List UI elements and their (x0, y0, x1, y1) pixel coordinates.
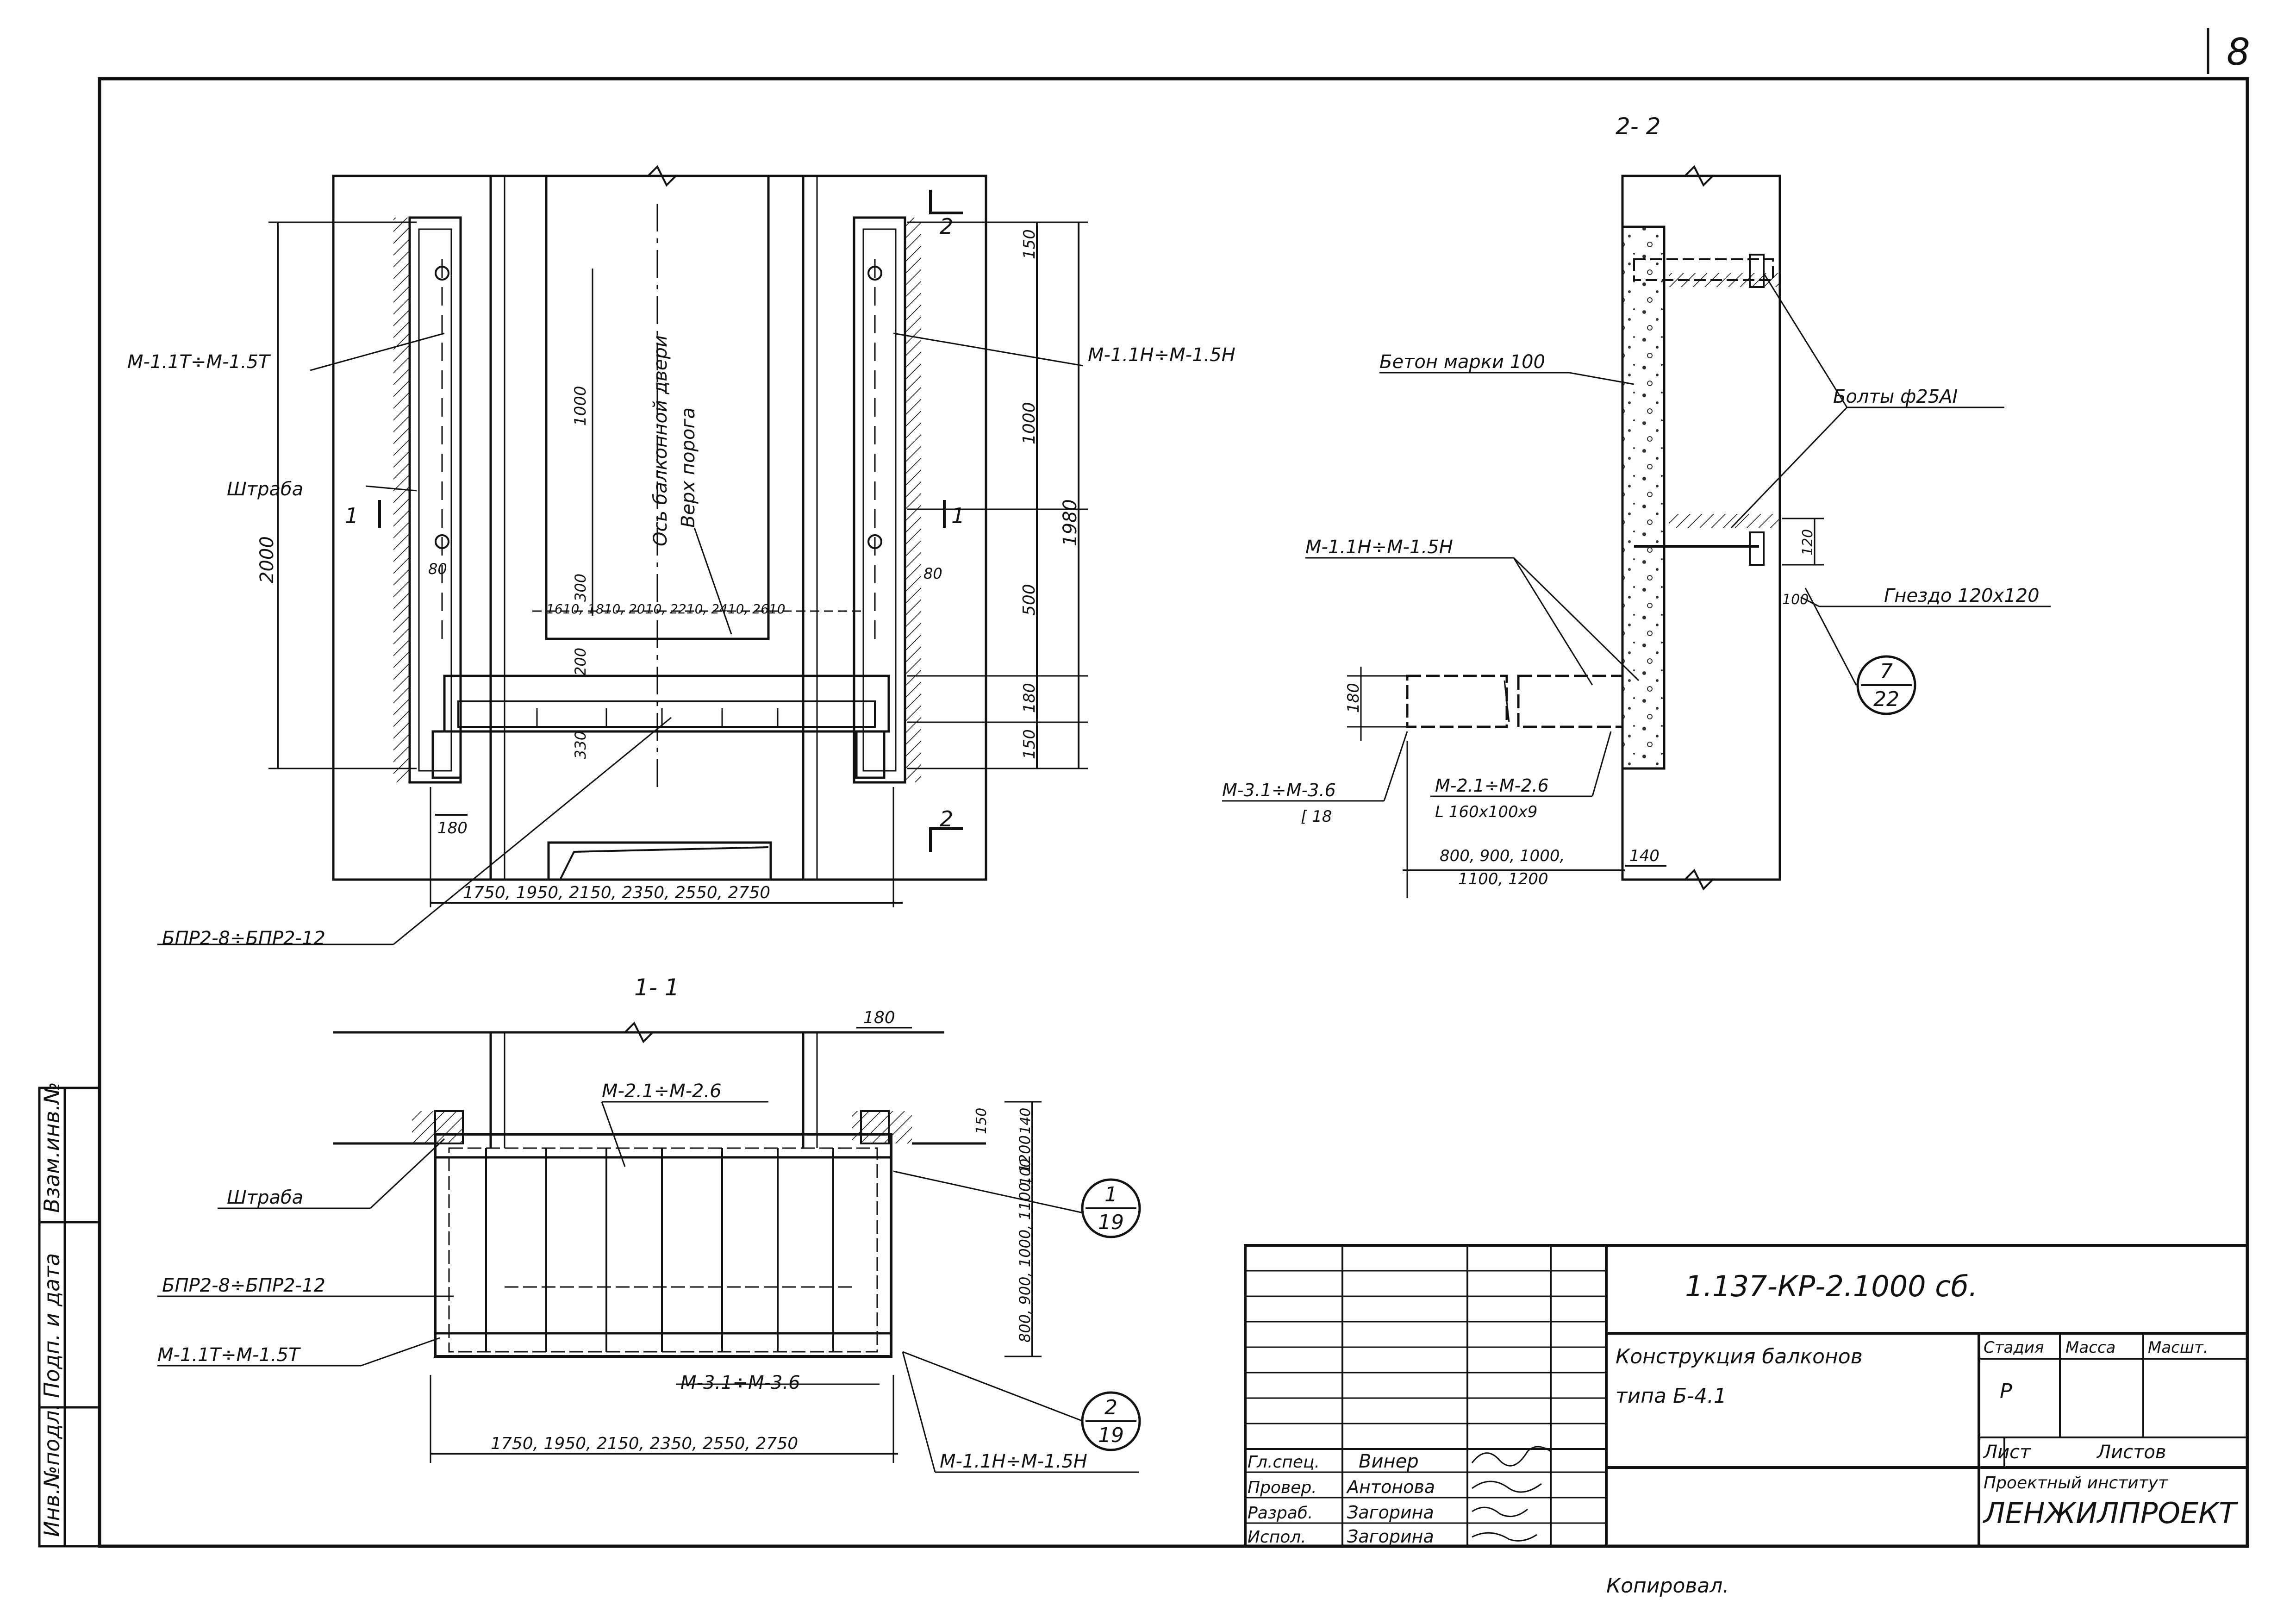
name-3: Загорина (1347, 1526, 1434, 1547)
v22-lengths-1: 800, 900, 1000, (1440, 847, 1565, 865)
side-stamp-replace: Взам.инв.№ (39, 1082, 64, 1213)
title-sheet-label: Лист (1983, 1442, 2031, 1463)
title-org-line-1: Проектный институт (1984, 1474, 2168, 1493)
title-line-2: типа Б-4.1 (1616, 1384, 1727, 1408)
v11-m1t: М-1.1Т÷М-1.5Т (157, 1344, 301, 1366)
plan-section-2-bottom: 2 (940, 806, 953, 831)
v11-bpr: БПР2-8÷БПР2-12 (162, 1275, 325, 1296)
name-1: Антонова (1346, 1477, 1435, 1497)
v11-m3: М-3.1÷М-3.6 (680, 1372, 800, 1393)
v22-m1: М-1.1Н÷М-1.5Н (1305, 537, 1453, 558)
plan-d1000-inner: 1000 (571, 386, 590, 426)
role-3: Испол. (1248, 1528, 1306, 1547)
plan-d500: 500 (1020, 584, 1039, 616)
v22-d120: 120 (1800, 529, 1816, 556)
plan-widths: 1750, 1950, 2150, 2350, 2550, 2750 (463, 883, 770, 902)
v22-lengths-2: 1100, 1200 (1458, 870, 1548, 888)
plan-d2000: 2000 (256, 536, 278, 583)
plan-d80-left: 80 (428, 560, 447, 578)
v22-m2-profile: L 160х100х9 (1435, 803, 1537, 821)
view-2-2 (1222, 165, 2051, 898)
v22-d140: 140 (1629, 847, 1660, 865)
plan-axis-door: Ось балконной двери (650, 335, 671, 546)
v22-bolts: Болты ф25АI (1833, 386, 1958, 407)
v22-d180: 180 (1344, 683, 1363, 713)
title-line-1: Конструкция балконов (1616, 1345, 1863, 1368)
v22-m3-profile: [ 18 (1301, 807, 1332, 826)
v11-ref2-num: 2 (1104, 1396, 1117, 1419)
plan-d150-top: 150 (1020, 229, 1039, 259)
side-stamp-sign: Подп. и дата (39, 1253, 64, 1398)
title-sheets-label: Листов (2096, 1442, 2166, 1463)
v11-ref2-den: 19 (1098, 1424, 1124, 1447)
view-1-1-title: 1- 1 (634, 974, 680, 1001)
side-stamp: Инв.№подл. Подп. и дата Взам.инв.№ (38, 1082, 101, 1548)
plan-d200: 200 (572, 648, 589, 676)
title-doc-code: 1.137-КР-2.1000 сб. (1685, 1269, 1978, 1303)
v11-depths: 800, 900, 1000, 1100, 1200 (1016, 1135, 1034, 1343)
plan-label-m-left: М-1.1Т÷М-1.5Т (127, 351, 271, 373)
v22-nest: Гнездо 120х120 (1884, 585, 2040, 606)
plan-section-2-top: 2 (940, 214, 953, 239)
plan-d330: 330 (572, 731, 589, 759)
v22-ref-den: 22 (1873, 687, 1899, 711)
plan-view (157, 165, 1088, 945)
v11-m1h: М-1.1Н÷М-1.5Н (940, 1451, 1087, 1472)
copied-by-note: Копировал. (1606, 1574, 1729, 1598)
v22-ref-num: 7 (1880, 660, 1893, 683)
view-1-1 (157, 1021, 1141, 1473)
plan-d150-bottom: 150 (1020, 729, 1039, 759)
outer-frame (98, 77, 2249, 1548)
v11-d180: 180 (863, 1008, 895, 1027)
side-stamp-inv: Инв.№подл. (39, 1404, 64, 1537)
v11-shtraba: Штраба (227, 1187, 303, 1208)
v11-ref1-num: 1 (1104, 1183, 1117, 1206)
plan-section-1-right: 1 (951, 503, 965, 528)
name-2: Загорина (1347, 1502, 1434, 1523)
plan-bpr: БПР2-8÷БПР2-12 (162, 928, 325, 949)
role-1: Провер. (1248, 1478, 1317, 1497)
v22-m2: М-2.1÷М-2.6 (1435, 775, 1549, 796)
view-2-2-title: 2- 2 (1616, 113, 1661, 140)
title-stage-value: Р (2000, 1380, 2012, 1403)
v11-m2: М-2.1÷М-2.6 (602, 1081, 722, 1102)
plan-d1980: 1980 (1060, 499, 1081, 546)
v11-ref1-den: 19 (1098, 1211, 1124, 1234)
role-2: Разраб. (1248, 1504, 1313, 1523)
v11-d150: 150 (973, 1108, 990, 1134)
title-col-scale: Масшт. (2148, 1338, 2209, 1357)
plan-d80-right: 80 (923, 565, 942, 582)
v11-d140: 140 (1017, 1108, 1034, 1134)
role-0: Гл.спец. (1248, 1453, 1320, 1472)
v22-m3: М-3.1÷М-3.6 (1222, 780, 1336, 800)
title-col-mass: Масса (2065, 1338, 2115, 1357)
plan-d180-bottom: 180 (437, 819, 468, 837)
plan-label-shtraba: Штраба (227, 479, 303, 500)
plan-label-m-right: М-1.1Н÷М-1.5Н (1088, 344, 1235, 366)
v11-d100: 100 (1017, 1159, 1034, 1185)
plan-threshold: Верх порога (678, 407, 699, 528)
plan-door-widths: 1610, 1810, 2010, 2210, 2410, 2610 (546, 601, 786, 617)
plan-d300: 300 (572, 574, 589, 602)
page-number: 8 (2227, 31, 2250, 74)
title-org-line-2: ЛЕНЖИЛПРОЕКТ (1983, 1496, 2238, 1530)
plan-d1000: 1000 (1020, 402, 1039, 444)
v11-widths: 1750, 1950, 2150, 2350, 2550, 2750 (491, 1434, 798, 1453)
name-0: Винер (1359, 1451, 1419, 1472)
title-block (1244, 1244, 2249, 1548)
v22-d100: 100 (1782, 592, 1809, 608)
plan-section-1-left: 1 (345, 503, 358, 528)
v22-concrete: Бетон марки 100 (1379, 351, 1545, 373)
plan-d180: 180 (1020, 683, 1039, 713)
title-col-stage: Стадия (1984, 1338, 2044, 1357)
